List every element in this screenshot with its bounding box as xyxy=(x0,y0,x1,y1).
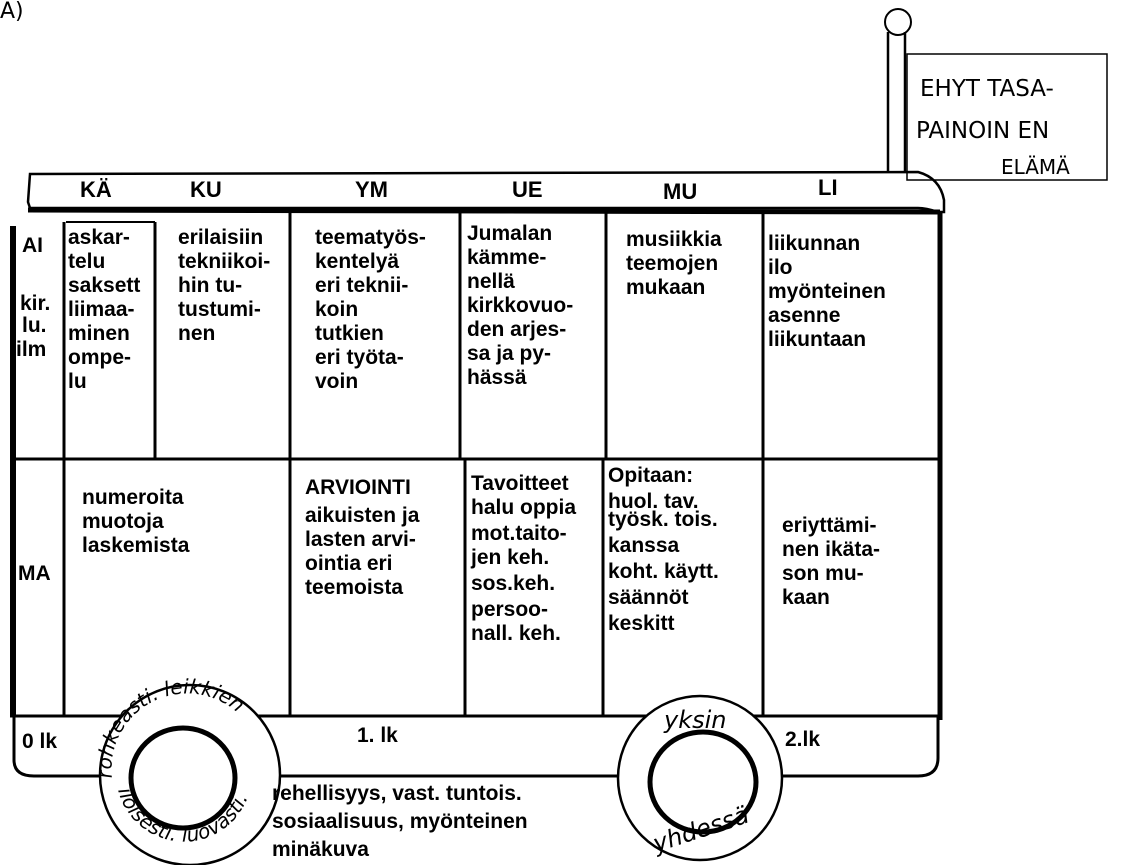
cell-line: tekniikoi- xyxy=(178,250,270,273)
row1-cell-ka: askar- telu saksett liimaa- minen ompe- … xyxy=(68,226,140,393)
cell-line: erilaisiin xyxy=(178,226,263,249)
cell-line: Tavoitteet xyxy=(471,472,569,495)
cell-line: jen keh. xyxy=(470,546,549,569)
row2-cell-learning: Opitaan: huol. tav. työsk. tois. kanssa … xyxy=(608,464,719,635)
cell-line: muotoja xyxy=(82,510,164,533)
grade-label: 2.lk xyxy=(785,728,820,751)
cell-line: liikunnan xyxy=(768,232,860,255)
cell-line: askar- xyxy=(68,226,130,249)
cell-line: persoo- xyxy=(471,598,548,621)
cell-line: sos.keh. xyxy=(471,572,555,595)
cell-line: eri työta- xyxy=(315,346,404,369)
cell-line: asenne xyxy=(768,304,840,327)
cell-line: ilo xyxy=(768,256,793,279)
cell-line: den arjes- xyxy=(467,318,566,341)
cell-line: lu xyxy=(68,370,87,393)
cell-line: laskemista xyxy=(82,534,190,557)
row2-cell-math: numeroita muotoja laskemista xyxy=(82,486,190,557)
cell-line: eriyttämi- xyxy=(782,514,877,537)
cell-line: nen ikäta- xyxy=(782,538,880,561)
cell-line: aikuisten ja xyxy=(305,504,420,527)
header-subject: KÄ xyxy=(80,177,112,202)
header-subject: MU xyxy=(663,179,697,204)
cell-line: telu xyxy=(68,250,105,273)
header-subjects: KÄ KU YM UE MU LI xyxy=(80,175,838,204)
cell-line: lasten arvi- xyxy=(305,528,416,551)
cell-line: työsk. tois. xyxy=(608,508,718,531)
row1-side-label: AI kir. lu. ilm xyxy=(16,234,50,361)
cell-line: Opitaan: xyxy=(608,464,693,487)
header-subject: KU xyxy=(190,177,222,202)
header-subject: UE xyxy=(512,177,543,202)
row2-cell-evaluation: ARVIOINTI aikuisten ja lasten arvi- oint… xyxy=(305,476,420,599)
cell-line: musiikkia xyxy=(626,228,722,251)
cell-line: hässä xyxy=(467,366,527,389)
right-wheel: yksin yhdessä xyxy=(618,696,782,860)
cell-line: koht. käytt. xyxy=(608,560,719,583)
sign-line-3: ELÄMÄ xyxy=(1001,155,1070,179)
side-label-line: AI xyxy=(22,234,43,257)
cell-line: tutkien xyxy=(315,322,384,345)
cell-line: säännöt xyxy=(608,586,689,609)
cell-line: Jumalan xyxy=(467,222,552,245)
row2-side-label: MA xyxy=(18,562,51,585)
values-line: sosiaalisuus, myönteinen xyxy=(272,810,528,833)
cell-line: myönteinen xyxy=(768,280,886,303)
cell-line: liimaa- xyxy=(68,298,135,321)
cell-line: mot.taito- xyxy=(471,522,567,545)
side-label-line: lu. xyxy=(22,314,47,337)
values-line: minäkuva xyxy=(272,838,369,861)
header-subject: YM xyxy=(355,177,388,202)
row2-cell-differentiation: eriyttämi- nen ikäta- son mu- kaan xyxy=(782,514,880,609)
cell-line: ARVIOINTI xyxy=(305,476,411,499)
cell-line: nall. keh. xyxy=(471,622,561,645)
cell-line: ompe- xyxy=(68,346,131,369)
row1-cell-ym: teematyös- kentelyä eri teknii- koin tut… xyxy=(315,226,426,393)
flag-sign: EHYT TASA- PAINOIN EN ELÄMÄ xyxy=(885,9,1107,180)
left-wheel: rohkeasti. leikkien iloisesti. luovasti. xyxy=(92,674,280,865)
cell-line: tustumi- xyxy=(178,298,261,321)
cell-line: nellä xyxy=(467,270,515,293)
row1-cell-ku: erilaisiin tekniikoi- hin tu- tustumi- n… xyxy=(178,226,270,345)
cell-line: kanssa xyxy=(608,534,680,557)
cell-line: saksett xyxy=(68,274,140,297)
values-line: rehellisyys, vast. tuntois. xyxy=(272,782,522,805)
cell-line: hin tu- xyxy=(178,274,242,297)
cell-line: ointia eri xyxy=(305,552,393,575)
cell-line: koin xyxy=(315,298,358,321)
cell-line: keskitt xyxy=(608,612,675,635)
cell-line: kämme- xyxy=(467,246,546,269)
cell-line: halu oppia xyxy=(471,496,576,519)
cell-line: liikuntaan xyxy=(768,328,866,351)
cell-line: kaan xyxy=(782,586,830,609)
row1-cell-ue: Jumalan kämme- nellä kirkkovuo- den arje… xyxy=(467,222,573,389)
side-label-line: ilm xyxy=(16,338,46,361)
grade-label: 0 lk xyxy=(22,730,57,753)
cell-line: mukaan xyxy=(626,276,705,299)
cell-line: nen xyxy=(178,322,215,345)
row1-cell-mu: musiikkia teemojen mukaan xyxy=(626,228,722,299)
corner-mark: A) xyxy=(0,0,24,24)
cell-line: minen xyxy=(68,322,130,345)
cell-line: numeroita xyxy=(82,486,184,509)
wheel-word: yksin xyxy=(663,706,726,734)
cell-line: teemoista xyxy=(305,576,403,599)
sign-line-1: EHYT TASA- xyxy=(920,76,1054,102)
cell-line: teematyös- xyxy=(315,226,426,249)
cell-line: voin xyxy=(315,370,358,393)
row1-cell-li: liikunnan ilo myönteinen asenne liikunta… xyxy=(768,232,886,351)
sign-line-2: PAINOIN EN xyxy=(916,118,1049,144)
row2-cell-goals: Tavoitteet halu oppia mot.taito- jen keh… xyxy=(470,472,576,645)
cell-line: son mu- xyxy=(782,562,864,585)
grade-label: 1. lk xyxy=(357,724,398,747)
cell-line: kentelyä xyxy=(315,250,399,273)
cell-line: sa ja py- xyxy=(467,342,551,365)
cell-line: kirkkovuo- xyxy=(467,294,573,317)
values-text: rehellisyys, vast. tuntois. sosiaalisuus… xyxy=(272,782,528,861)
cell-line: teemojen xyxy=(626,252,718,275)
header-subject: LI xyxy=(818,175,838,200)
cell-line: eri teknii- xyxy=(315,274,408,297)
side-label-line: kir. xyxy=(20,292,50,315)
